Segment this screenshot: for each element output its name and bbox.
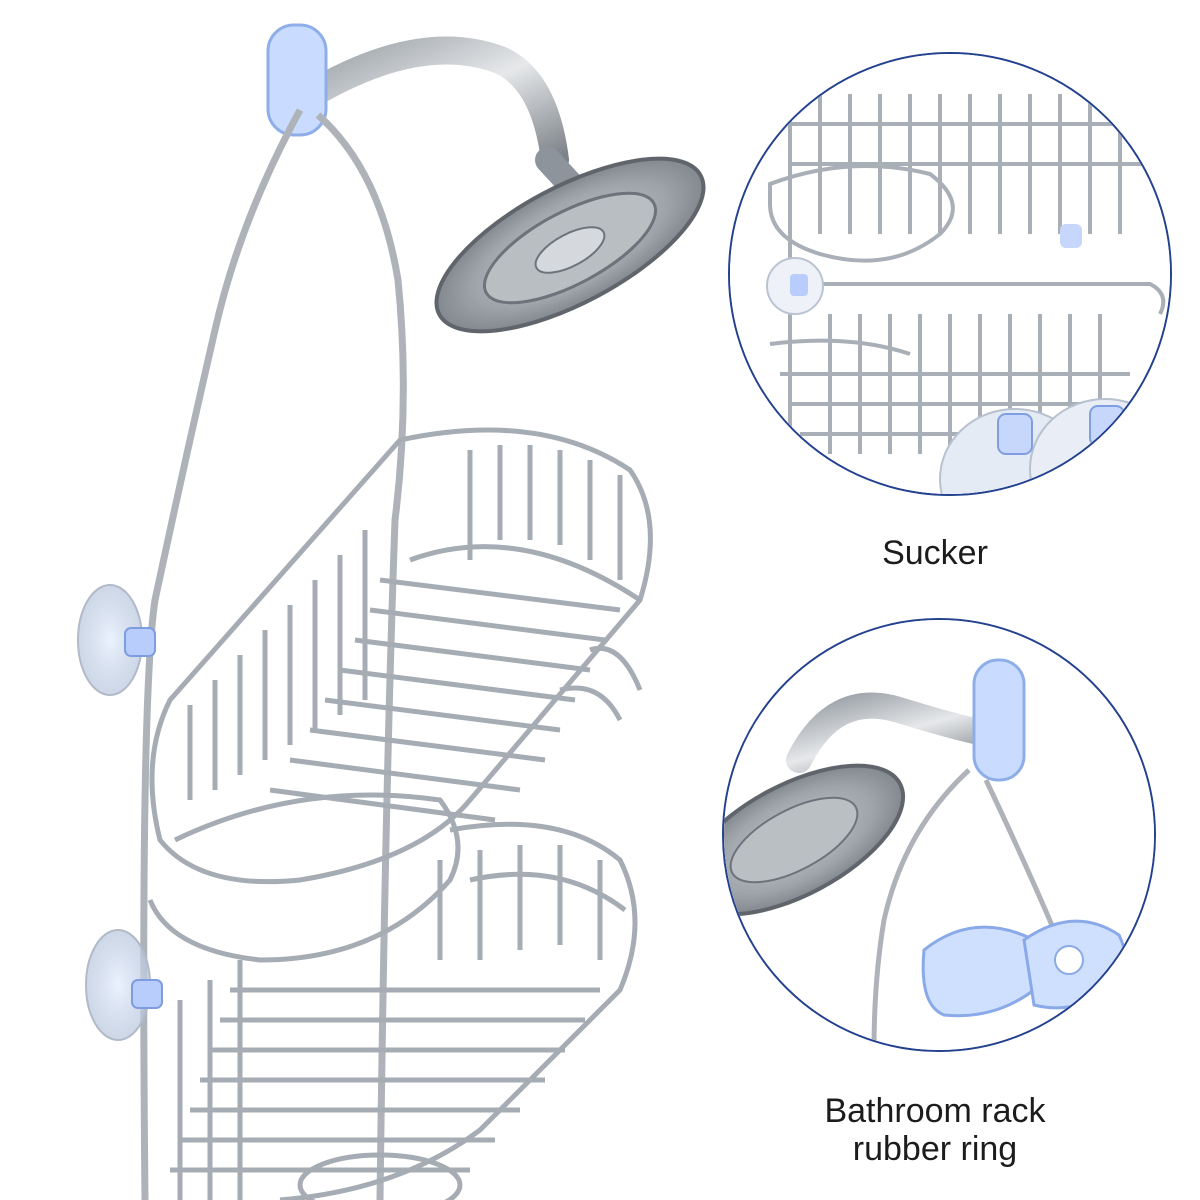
hanger-wire-right [315,112,407,1200]
rubber-ring-caption-line2: rubber ring [852,1130,1018,1169]
rubber-ring-caption: Bathroom rack rubber ring [780,1092,1090,1168]
suction-cup-upper [77,584,156,696]
upper-basket [147,427,653,963]
hanger-wire-left [140,108,304,1200]
rubber-ring-caption-line1: Bathroom rack [824,1092,1046,1130]
shower-arm [296,36,569,174]
shower-head [434,147,706,334]
rubber-ring-hook [266,23,328,137]
rubber-ring-detail-circle [722,618,1156,1052]
sucker-caption: Sucker [882,534,988,572]
sucker-detail-circle [728,52,1172,496]
suction-cup-lower [85,929,163,1041]
lower-basket [170,821,638,1200]
